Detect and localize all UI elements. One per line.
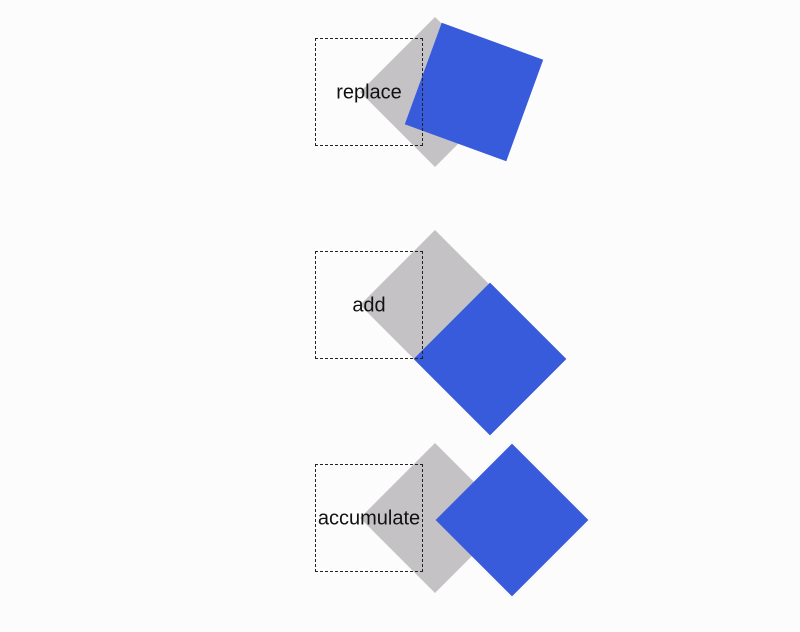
demo-label: add <box>352 294 386 317</box>
demo-accumulate: accumulate <box>0 426 800 626</box>
label-box <box>315 251 423 359</box>
label-box <box>315 464 423 572</box>
demo-replace: replace <box>0 0 800 200</box>
demo-add: add <box>0 213 800 436</box>
label-box <box>315 38 423 146</box>
demo-label: replace <box>336 81 402 104</box>
demo-label: accumulate <box>317 507 421 530</box>
